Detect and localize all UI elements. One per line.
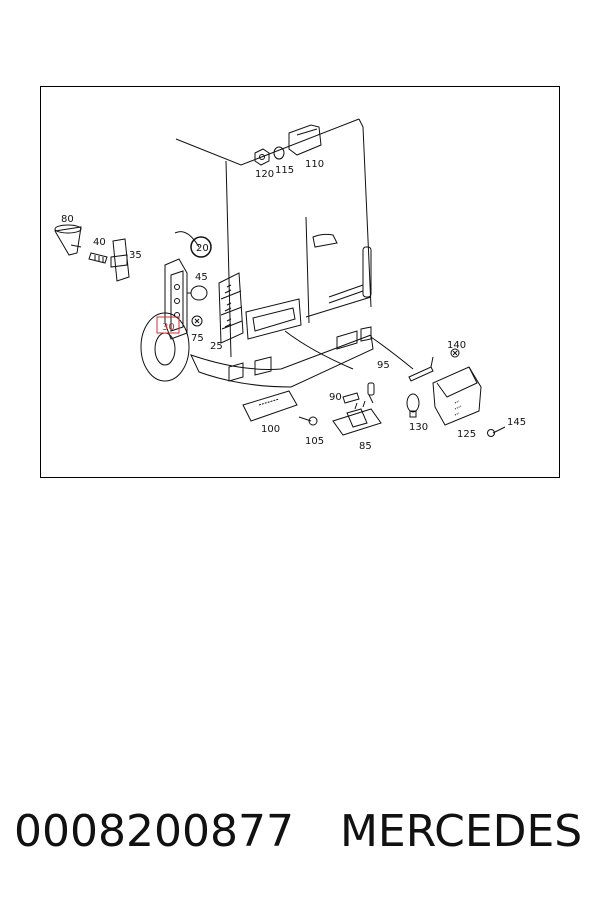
part-45-bulb — [187, 285, 208, 301]
part-110-marker-lamp — [288, 124, 322, 156]
callout-145: 145 — [507, 417, 526, 428]
callout-90: 90 — [329, 392, 342, 403]
callout-100: 100 — [261, 424, 280, 435]
callout-130: 130 — [409, 422, 428, 433]
part-85-lamp-holder — [332, 400, 382, 436]
part-info-footer: 0008200877 MERCEDES — [14, 800, 594, 864]
exploded-view-drawing: 20 25 30 35 40 45 75 80 85 90 95 100 105… — [54, 118, 526, 452]
part-120-nut — [254, 148, 270, 166]
highlight-box-30 — [156, 316, 180, 334]
callout-20: 20 — [196, 243, 209, 254]
brand-name: MERCEDES — [339, 806, 583, 857]
callout-120: 120 — [255, 169, 274, 180]
callout-140: 140 — [447, 340, 466, 351]
part-75-screw — [191, 315, 203, 327]
part-105-screw — [298, 416, 318, 426]
callout-85: 85 — [359, 441, 372, 452]
callout-110: 110 — [305, 159, 324, 170]
callout-20-circle — [190, 236, 212, 258]
callout-115: 115 — [275, 165, 294, 176]
part-35-connector — [110, 238, 130, 282]
part-115-bulb — [273, 146, 285, 160]
part-90-bulb — [342, 392, 360, 404]
part-125-side-lamp — [432, 366, 482, 426]
parts-diagram: 20 25 30 35 40 45 75 80 85 90 95 100 105… — [40, 86, 560, 478]
callout-75: 75 — [191, 333, 204, 344]
callout-35: 35 — [129, 250, 142, 261]
callout-30: 30 — [162, 322, 175, 333]
wiring — [284, 330, 414, 370]
part-80-grommet — [54, 224, 82, 256]
callout-45: 45 — [195, 272, 208, 283]
part-number: 0008200877 — [14, 806, 294, 857]
vehicle-rear-body — [175, 118, 374, 388]
callout-80: 80 — [61, 214, 74, 225]
part-40-connector — [88, 252, 108, 264]
part-95-bulb — [367, 382, 375, 404]
callout-105: 105 — [305, 436, 324, 447]
part-100-licence-lamp — [242, 390, 298, 422]
callout-125: 125 — [457, 429, 476, 440]
rear-lamp-cluster — [218, 272, 244, 344]
part-130-bulb — [406, 393, 420, 418]
callout-95: 95 — [377, 360, 390, 371]
callout-labels: 20 25 30 35 40 45 75 80 85 90 95 100 105… — [61, 159, 526, 452]
part-145-screw — [487, 426, 506, 437]
callout-40: 40 — [93, 237, 106, 248]
part-140-bracket — [408, 348, 460, 382]
callout-25: 25 — [210, 341, 223, 352]
